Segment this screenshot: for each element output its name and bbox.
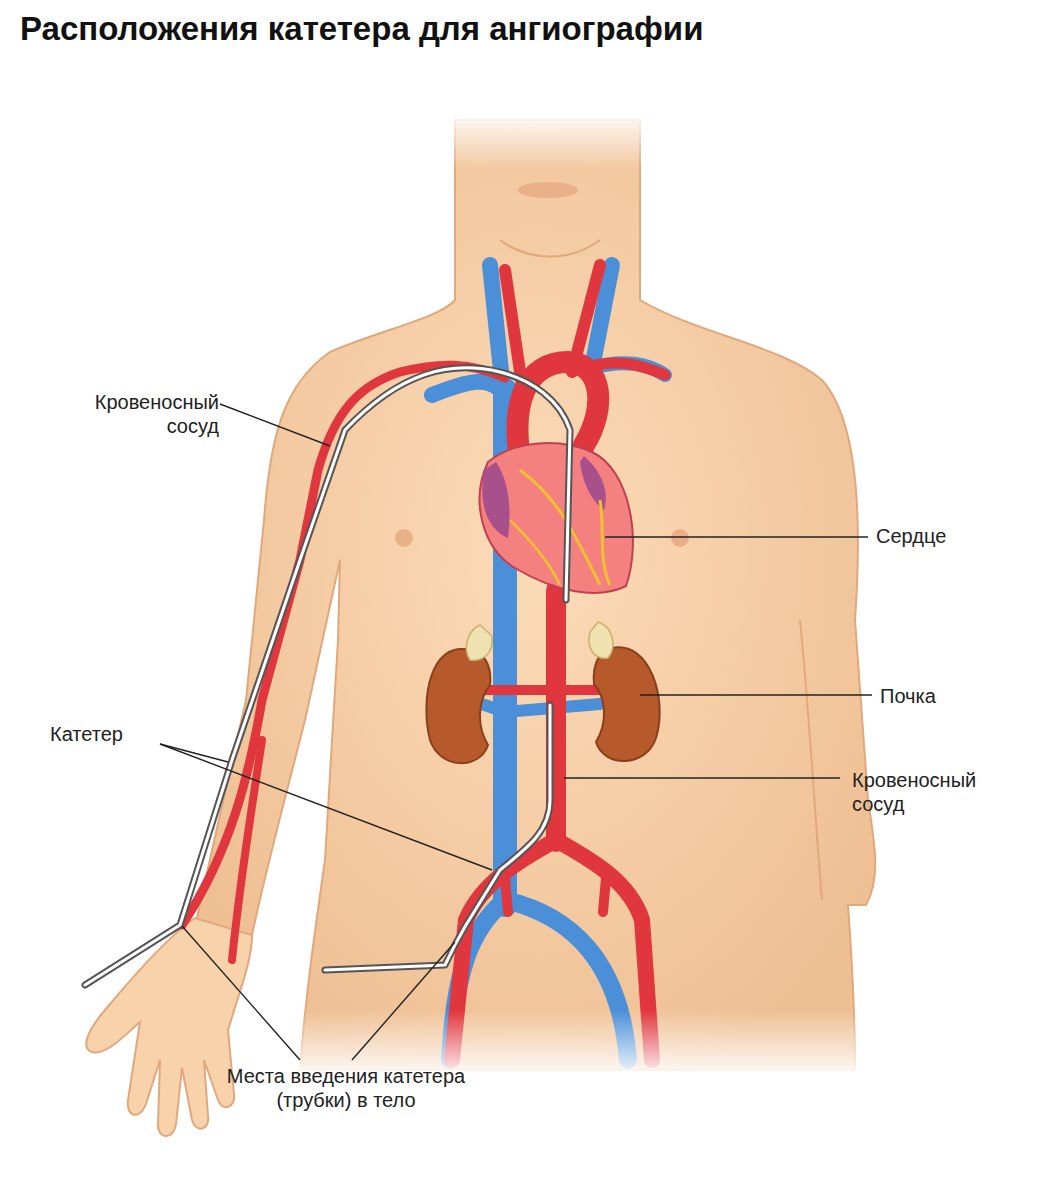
catheter-tubes [85, 368, 570, 985]
kidney-label: Почка [880, 684, 1030, 708]
leader-lines [160, 404, 872, 1060]
kidneys [426, 622, 659, 763]
catheter-label: Катетер [50, 722, 200, 746]
vessel-label: Кровеносный сосуд [852, 768, 982, 816]
body-silhouette [86, 120, 875, 1136]
vessel-label: Кровеносный сосуд [89, 390, 219, 438]
heart [480, 443, 633, 593]
page-title: Расположения катетера для ангиографии [20, 10, 703, 48]
arteries [182, 265, 665, 1060]
heart-label: Сердце [876, 524, 1026, 548]
insertion-site-label: Места введения катетера (трубки) в тело [226, 1064, 466, 1112]
